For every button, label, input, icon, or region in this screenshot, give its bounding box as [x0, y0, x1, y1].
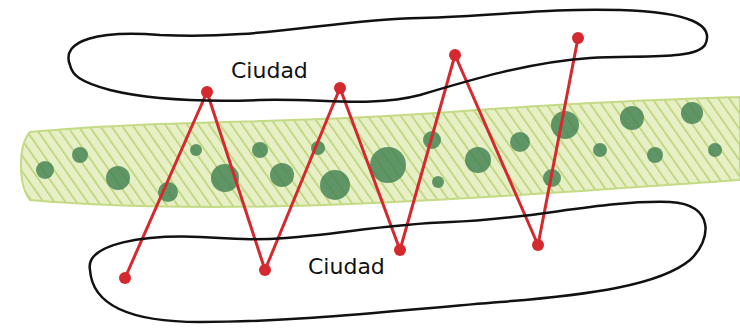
city-label: Ciudad [228, 58, 311, 84]
city-outline [80, 195, 720, 327]
city-outline [60, 4, 715, 114]
city-area: Ciudad [60, 4, 715, 114]
link-dot [572, 32, 584, 44]
link-dot [119, 272, 131, 284]
link-dot [394, 244, 406, 256]
link-dot [259, 264, 271, 276]
city-area: Ciudad [80, 195, 720, 327]
link-dot [532, 239, 544, 251]
link-dot [201, 86, 213, 98]
red-link [125, 92, 207, 278]
link-dot [334, 82, 346, 94]
red-link [265, 88, 340, 270]
red-link [400, 55, 455, 250]
link-dot [449, 49, 461, 61]
green-band [21, 97, 740, 207]
city-label: Ciudad [305, 254, 388, 280]
city-border [68, 10, 707, 102]
city-border [90, 202, 706, 322]
red-link [207, 92, 265, 270]
